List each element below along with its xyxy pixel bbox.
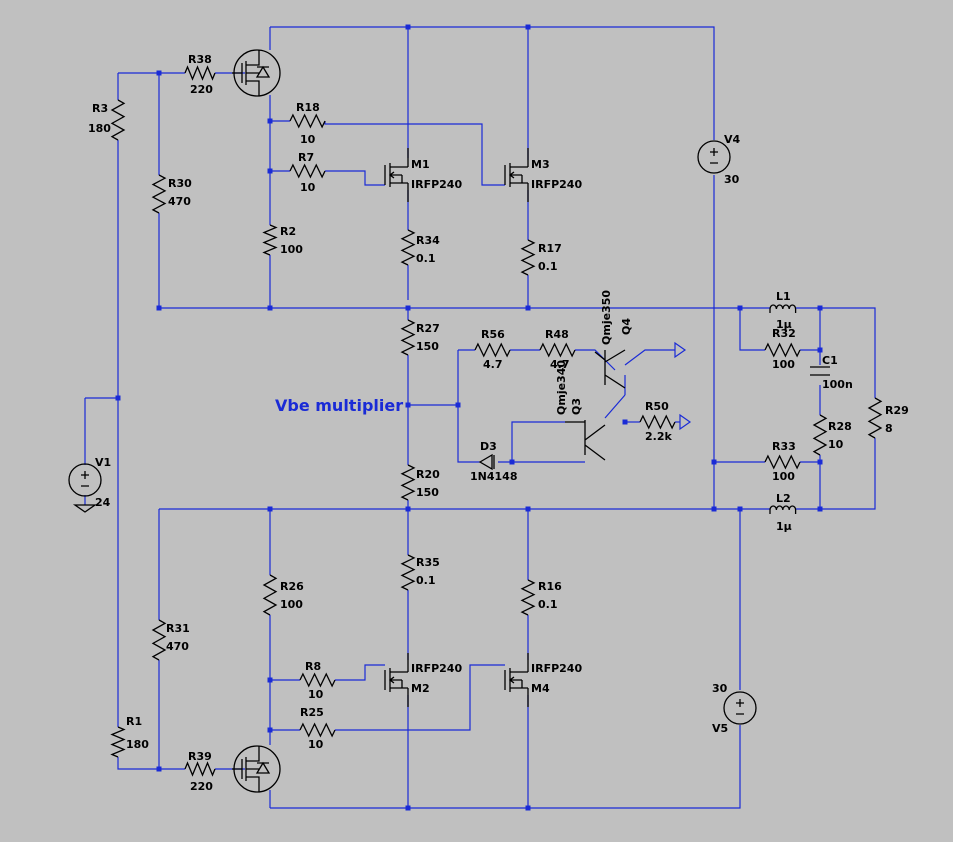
label-r1: R1 [126,715,142,728]
value-r28: 10 [828,438,844,451]
label-r38: R38 [188,53,212,66]
value-r32: 100 [772,358,795,371]
label-r16: R16 [538,580,562,593]
label-v5: V5 [712,722,728,735]
label-c1: C1 [822,354,838,367]
value-r7: 10 [300,181,316,194]
value-c1: 100n [822,378,853,391]
label-r18: R18 [296,101,320,114]
label-r26: R26 [280,580,304,593]
label-r39: R39 [188,750,212,763]
value-m2: IRFP240 [411,662,462,675]
label-r8: R8 [305,660,321,673]
label-m1: M1 [411,158,430,171]
value-r27: 150 [416,340,439,353]
label-m3: M3 [531,158,550,171]
value-r1: 180 [126,738,149,751]
label-v4: V4 [724,133,741,146]
label-r34: R34 [416,234,440,247]
label-r32: R32 [772,327,796,340]
label-r35: R35 [416,556,440,569]
value-r31: 470 [166,640,189,653]
value-v1: 24 [95,496,111,509]
value-r34: 0.1 [416,252,436,265]
value-q4: Qmje350 [600,290,613,345]
label-r33: R33 [772,440,796,453]
value-r38: 220 [190,83,213,96]
value-r8: 10 [308,688,324,701]
labels: R38220R3180R30470R1810R710R2100M1IRFP240… [88,53,909,793]
net-label-vbe-multiplier: Vbe multiplier [275,396,403,415]
value-q3: Qmje340 [555,360,568,415]
value-r48: 4.7 [550,358,570,371]
value-r50: 2.2k [645,430,672,443]
value-v4: 30 [724,173,740,186]
value-r35: 0.1 [416,574,436,587]
components [68,49,883,793]
value-r2: 100 [280,243,303,256]
label-r30: R30 [168,177,192,190]
label-r17: R17 [538,242,562,255]
label-r3: R3 [92,102,108,115]
label-r28: R28 [828,420,852,433]
label-r25: R25 [300,706,324,719]
value-r29: 8 [885,422,893,435]
label-r50: R50 [645,400,669,413]
value-r33: 100 [772,470,795,483]
label-r31: R31 [166,622,190,635]
value-r56: 4.7 [483,358,503,371]
label-r29: R29 [885,404,909,417]
label-l2: L2 [776,492,791,505]
value-r17: 0.1 [538,260,558,273]
label-r20: R20 [416,468,440,481]
label-r48: R48 [545,328,569,341]
label-r56: R56 [481,328,505,341]
value-m3: IRFP240 [531,178,582,191]
label-v1: V1 [95,456,111,469]
value-r18: 10 [300,133,316,146]
label-m4: M4 [531,682,550,695]
value-r30: 470 [168,195,191,208]
value-d3: 1N4148 [470,470,517,483]
label-l1: L1 [776,290,791,303]
value-r25: 10 [308,738,324,751]
value-l1: 1µ [776,318,792,331]
value-r16: 0.1 [538,598,558,611]
junctions [115,24,823,811]
label-r2: R2 [280,225,296,238]
value-m4: IRFP240 [531,662,582,675]
value-r20: 150 [416,486,439,499]
label-d3: D3 [480,440,497,453]
value-r39: 220 [190,780,213,793]
label-r7: R7 [298,151,314,164]
value-l2: 1µ [776,520,792,533]
wires [84,26,876,809]
label-q3: Q3 [570,398,583,415]
label-q4: Q4 [620,318,633,335]
value-r26: 100 [280,598,303,611]
value-r3: 180 [88,122,111,135]
value-m1: IRFP240 [411,178,462,191]
value-v5: 30 [712,682,728,695]
label-m2: M2 [411,682,430,695]
label-r27: R27 [416,322,440,335]
